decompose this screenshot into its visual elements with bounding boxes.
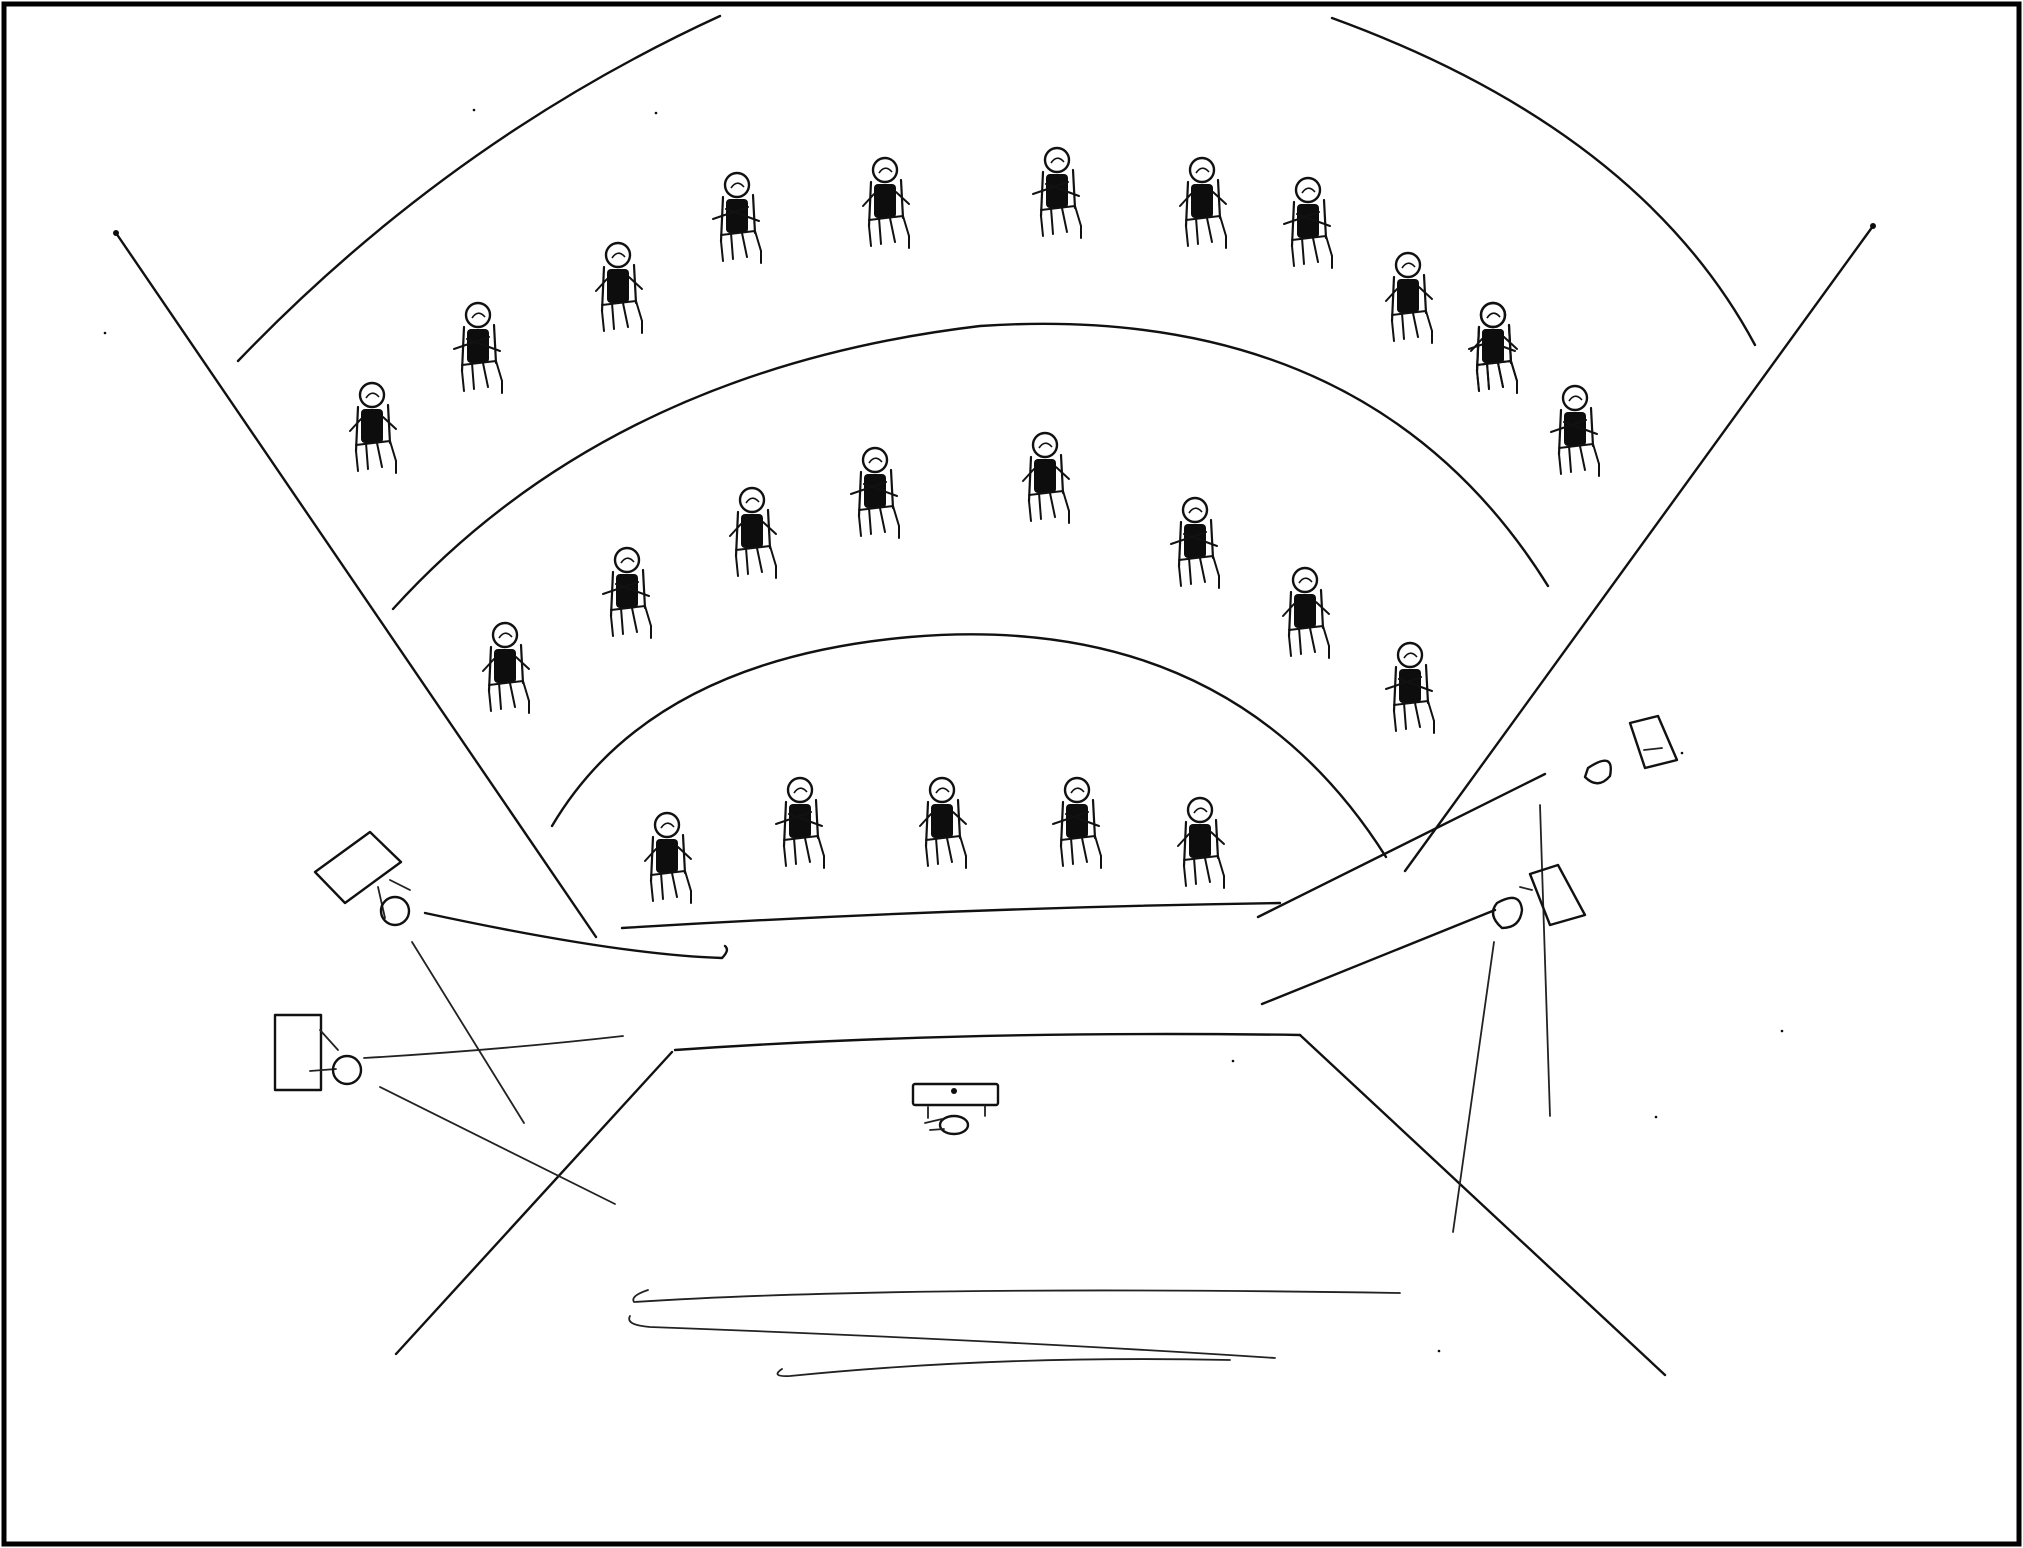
- seated-person: [596, 243, 642, 333]
- stage-floor-stroke-3: [778, 1359, 1231, 1376]
- right-aisle-line-lower: [1262, 910, 1495, 1004]
- stage-back-edge: [675, 1034, 1300, 1050]
- seated-person: [1180, 158, 1226, 248]
- left-lower-station: [275, 1015, 623, 1204]
- seated-person: [645, 813, 691, 903]
- right-upper-desk: [1630, 716, 1677, 768]
- auditorium-outline: [116, 16, 1873, 1004]
- seated-person: [776, 778, 824, 868]
- lectern: [913, 1084, 998, 1118]
- seated-person: [1053, 778, 1101, 868]
- seated-person: [1178, 798, 1224, 888]
- seated-person: [1171, 498, 1219, 588]
- seated-person: [713, 173, 761, 263]
- stage-left-edge: [396, 1052, 672, 1354]
- left-lower-person: [333, 1056, 361, 1084]
- seated-person: [851, 448, 899, 538]
- right-aisle-line-upper: [1258, 774, 1545, 917]
- frame-border: [4, 4, 2019, 1544]
- seated-person: [920, 778, 966, 868]
- presenter: [925, 1116, 968, 1134]
- right-lower-person: [1493, 898, 1522, 928]
- seated-person: [350, 383, 396, 473]
- left-upper-person: [381, 897, 409, 925]
- seated-person: [483, 623, 529, 713]
- seated-person: [1284, 178, 1332, 268]
- right-upper-station: [1540, 716, 1677, 1116]
- left-upper-station: [315, 832, 524, 1123]
- front-edge-line: [622, 903, 1280, 928]
- seated-person: [1033, 148, 1081, 238]
- stage-floor-stroke-2: [629, 1316, 1275, 1358]
- left-side-wall: [116, 233, 596, 937]
- middle-tier-arc: [393, 324, 1548, 609]
- seated-person: [1283, 568, 1329, 658]
- seated-person: [454, 303, 502, 393]
- stage-floor-stroke-1: [633, 1290, 1400, 1302]
- back-wall-left-arc: [238, 16, 720, 361]
- seated-person: [1023, 433, 1069, 523]
- right-lower-desk: [1530, 865, 1585, 925]
- stage: [396, 1034, 1665, 1376]
- front-tier-arc: [552, 634, 1386, 857]
- seated-person: [1386, 253, 1432, 343]
- left-lower-desk: [275, 1015, 321, 1090]
- seated-person: [1386, 643, 1434, 733]
- right-side-wall: [1405, 226, 1873, 871]
- seated-person: [730, 488, 776, 578]
- seated-person: [863, 158, 909, 248]
- left-aisle-curve: [425, 913, 727, 958]
- right-upper-person: [1585, 761, 1611, 784]
- stage-right-edge: [1300, 1035, 1665, 1375]
- seated-person: [1551, 386, 1599, 476]
- audience: [350, 148, 1599, 903]
- left-upper-desk: [315, 832, 401, 903]
- back-wall-right-arc: [1332, 18, 1755, 345]
- stray-pen-marks: [104, 109, 1876, 1353]
- seated-person: [1471, 303, 1517, 393]
- seated-person: [603, 548, 651, 638]
